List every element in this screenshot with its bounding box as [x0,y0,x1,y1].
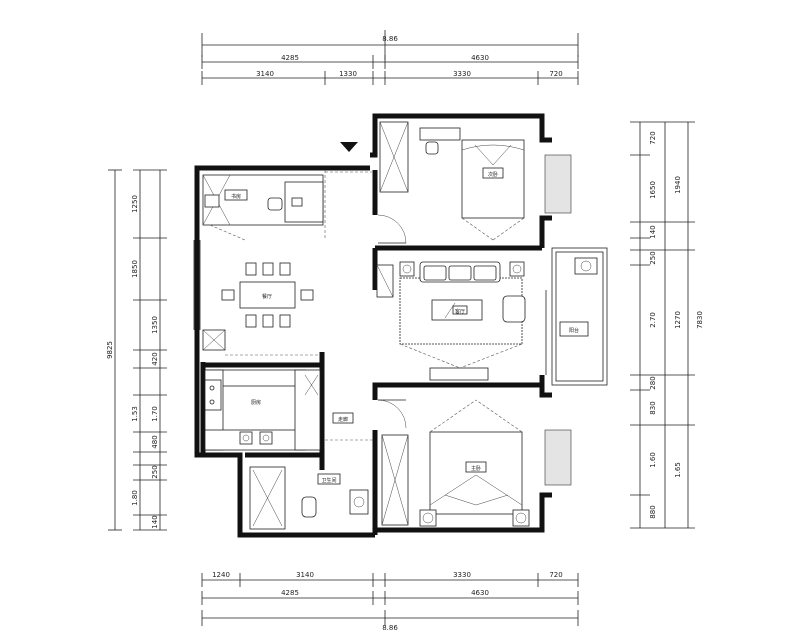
top-dim-d: 720 [549,70,562,78]
top-total-dim: 8.86 [382,35,398,43]
bottom-total-dim: 8.86 [382,624,398,632]
left-dim-7: 480 [151,435,159,448]
right-dim-2: 1650 [649,181,657,199]
kitchen-label: 厨房 [251,399,261,406]
living-label: 客厅 [455,308,465,315]
study-room: 书房 [202,174,324,241]
left-dim-3: 1350 [151,316,159,334]
top-dim-a: 3140 [256,70,274,78]
balcony: 阳台 [545,247,608,386]
left-dim-5: 1.53 [131,406,139,422]
entry-arrow-icon [340,142,358,152]
bottom-dim-b: 3140 [296,571,314,579]
left-dim-10: 140 [151,515,159,528]
corridor: 走廊 [324,170,375,441]
right-dim-5: 2.70 [649,312,657,328]
right-dim-1: 720 [649,131,657,144]
top-dimensions: 8.86 4285 4630 3140 1330 3330 720 [201,30,579,85]
master-bedroom: 主卧 [377,399,572,527]
left-windows [193,240,201,330]
study-label: 书房 [231,193,241,200]
right-dimensions: 720 1650 140 250 2.70 280 830 1.60 880 1… [630,121,704,529]
bottom-dim-d: 720 [549,571,562,579]
bathroom: 卫生间 [249,466,369,530]
top-dim-left: 4285 [281,54,299,62]
top-dim-b: 1330 [339,70,357,78]
right-dim-9: 880 [649,505,657,518]
right-col2-dim-2: 1270 [674,311,682,329]
right-dim-3: 140 [649,225,657,238]
bath-label: 卫生间 [321,477,336,484]
living-room: 客厅 [376,261,526,381]
dining-label: 餐厅 [262,293,272,300]
right-dim-4: 250 [649,251,657,264]
left-dim-8: 250 [151,465,159,478]
bottom-dimensions: 1240 3140 3330 720 4285 4630 8.86 [201,571,579,632]
left-dim-1: 1250 [131,195,139,213]
left-dim-6: 1.70 [151,406,159,422]
bottom-dim-left: 4285 [281,589,299,597]
left-dim-4: 420 [151,352,159,365]
right-dim-8: 1.60 [649,452,657,468]
kitchen-room: 厨房 [204,369,321,451]
bedroom2-label: 次卧 [488,171,498,178]
left-total-dim: 9825 [106,341,114,359]
top-dim-right: 4630 [471,54,489,62]
bottom-dim-right: 4630 [471,589,489,597]
balcony-label: 阳台 [569,327,579,334]
master-label: 主卧 [471,465,481,472]
walls [194,113,552,538]
left-dimensions: 9825 1250 1850 1350 420 1.53 1.70 480 25… [106,169,167,531]
left-dim-9: 1.80 [131,490,139,506]
right-dim-7: 830 [649,401,657,414]
bottom-dim-c: 3330 [453,571,471,579]
bottom-dim-a: 1240 [212,571,230,579]
dining-room: 餐厅 [202,262,320,356]
right-col2-dim-3: 1.65 [674,462,682,478]
corridor-label: 走廊 [338,416,348,423]
right-col2-dim-1: 1940 [674,176,682,194]
left-dim-2: 1850 [131,260,139,278]
second-bedroom: 次卧 [377,121,572,244]
right-total-dim: 7830 [696,311,704,329]
top-dim-c: 3330 [453,70,471,78]
right-dim-6: 280 [649,376,657,389]
